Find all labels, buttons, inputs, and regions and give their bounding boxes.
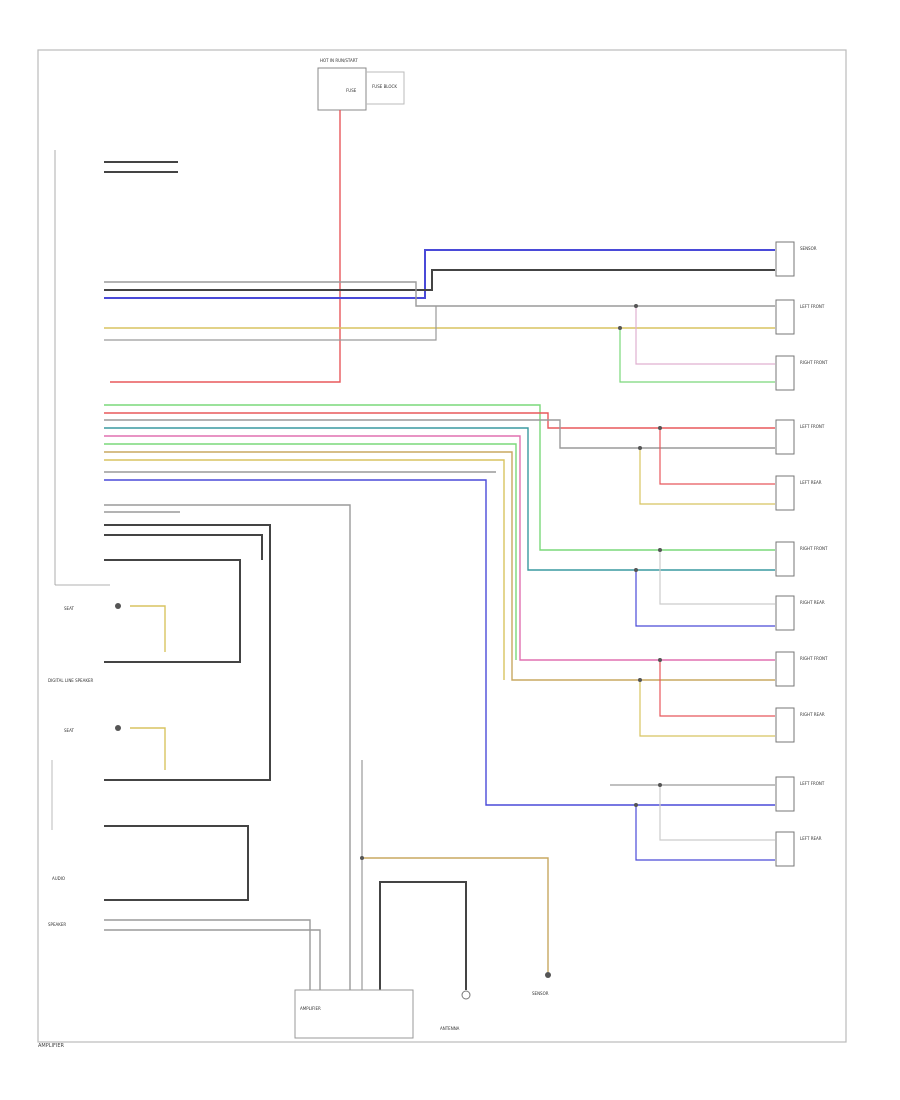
svg-text:RIGHT FRONT: RIGHT FRONT <box>800 546 828 551</box>
svg-text:RIGHT REAR: RIGHT REAR <box>800 712 825 717</box>
svg-text:ANTENNA: ANTENNA <box>440 1026 460 1031</box>
wire-red-feed <box>110 110 341 383</box>
bottom-sensor-component: SENSOR <box>532 972 551 996</box>
top-fuse-note: FUSE BLOCK <box>372 84 397 89</box>
wire-green-rf <box>619 328 775 383</box>
wire-pink-rf <box>635 306 775 365</box>
wires-top-black <box>104 161 178 173</box>
amplifier-box: AMPLIFIER <box>294 989 414 1039</box>
right-component-labels: SENSOR LEFT FRONT RIGHT FRONT LEFT FRONT… <box>800 246 828 841</box>
svg-text:RIGHT FRONT: RIGHT FRONT <box>800 360 828 365</box>
left-label-block-1: DIGITAL LINE SPEAKER <box>48 678 93 683</box>
svg-text:LEFT FRONT: LEFT FRONT <box>800 424 825 429</box>
svg-text:DIGITAL LINE SPEAKER: DIGITAL LINE SPEAKER <box>48 678 93 683</box>
svg-text:SENSOR: SENSOR <box>532 991 549 996</box>
svg-text:SEAT: SEAT <box>64 728 74 733</box>
footer-label: AMPLIFIER <box>38 1043 64 1049</box>
wire-gray-lower <box>104 306 437 341</box>
wires-speaker-branches <box>610 428 775 861</box>
top-fuse-title: HOT IN RUN/START <box>320 58 358 63</box>
svg-text:RIGHT FRONT: RIGHT FRONT <box>800 656 828 661</box>
diagram-frame <box>37 49 847 1043</box>
svg-text:LEFT FRONT: LEFT FRONT <box>800 304 825 309</box>
seat-connector-2: SEAT <box>64 725 166 770</box>
wire-gray-lf <box>104 281 775 307</box>
svg-text:AMPLIFIER: AMPLIFIER <box>300 1006 321 1011</box>
splice-points <box>360 304 662 860</box>
left-label-block-2: AUDIO SPEAKER <box>48 760 66 927</box>
antenna-component: ANTENNA <box>440 990 471 1031</box>
wires-lower-black <box>104 524 271 901</box>
svg-text:SEAT: SEAT <box>64 606 74 611</box>
top-fuse-label: FUSE <box>346 88 357 93</box>
svg-text:LEFT REAR: LEFT REAR <box>800 836 822 841</box>
wires-to-amplifier <box>104 504 351 990</box>
wire-black-antenna <box>379 881 467 990</box>
wire-tan-sensor <box>362 857 549 972</box>
top-fuse-box: HOT IN RUN/START FUSE FUSE BLOCK <box>317 58 405 111</box>
seat-connector-1: SEAT <box>64 603 166 652</box>
wires-bus <box>104 404 775 806</box>
left-connector <box>54 150 110 586</box>
svg-text:SENSOR: SENSOR <box>800 246 817 251</box>
svg-text:LEFT REAR: LEFT REAR <box>800 480 822 485</box>
svg-text:LEFT FRONT: LEFT FRONT <box>800 781 825 786</box>
right-components <box>775 241 795 867</box>
wire-black-sensor <box>104 269 775 291</box>
svg-text:RIGHT REAR: RIGHT REAR <box>800 600 825 605</box>
svg-text:AUDIO: AUDIO <box>52 876 65 881</box>
wire-blue-sensor <box>104 249 775 299</box>
svg-text:SPEAKER: SPEAKER <box>48 922 66 927</box>
